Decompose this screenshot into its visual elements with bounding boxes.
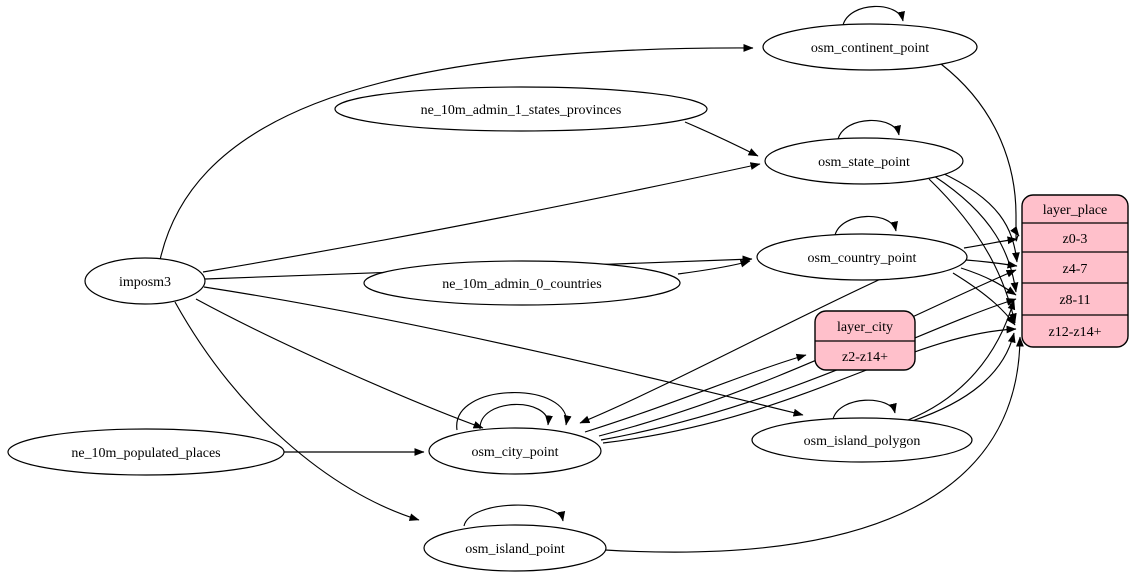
layer-place-box [1021, 194, 1129, 348]
layer-place-title: layer_place [1043, 203, 1108, 218]
edge-imposm3-to-osm-island-polygon [203, 286, 804, 417]
edge-imposm3-to-osm-city-point [195, 298, 484, 429]
edge-osm-island-polygon-to-layer-place-z8-11 [907, 299, 1016, 421]
layer-place-row-z4-7: z4-7 [1063, 262, 1088, 277]
edge-imposm3-to-osm-island-point [174, 301, 420, 521]
ne-populated-places-ellipse [7, 428, 285, 476]
self-loop-osm-country-point [834, 215, 898, 236]
edge-imposm3-to-osm-continent-point [159, 44, 754, 261]
edge-imposm3-to-osm-state-point [202, 162, 761, 273]
edge-osm-country-point-to-layer-place-z8-11 [960, 267, 1017, 296]
edge-osm-city-point-to-layer-place-z4-7 [598, 269, 1017, 437]
edge-ne-states-provinces-to-osm-state-point [684, 121, 759, 157]
edge-osm-country-point-to-osm-city-point [579, 271, 897, 424]
imposm3-label: imposm3 [119, 275, 171, 290]
node-osm-island-point: osm_island_point [423, 524, 607, 572]
layer-place-row-z12-z14: z12-z14+ [1049, 325, 1102, 340]
node-ne-10m-populated-places: ne_10m_populated_places [7, 428, 285, 476]
edge-osm-island-point-to-layer-place-z12-z14 [604, 336, 1024, 553]
edge-osm-state-point-to-layer-place-z4-7 [939, 171, 1020, 263]
osm-continent-point-label: osm_continent_point [811, 41, 929, 56]
edge-osm-city-point-to-layer-place-z8-11 [600, 298, 1017, 441]
node-osm-city-point: osm_city_point [428, 427, 602, 475]
ne-states-provinces-label: ne_10m_admin_1_states_provinces [421, 103, 622, 118]
osm-state-point-label: osm_state_point [818, 155, 910, 170]
osm-island-polygon-label: osm_island_polygon [804, 434, 921, 449]
layer-city-row-z2-z14: z2-z14+ [842, 350, 888, 365]
node-osm-country-point: osm_country_point [756, 233, 968, 281]
edge-osm-country-point-to-layer-place-z4-7 [965, 259, 1018, 269]
osm-island-point-label: osm_island_point [465, 542, 565, 557]
node-imposm3: imposm3 [84, 257, 206, 305]
edge-osm-country-point-to-layer-place-z0-3 [963, 236, 1018, 249]
ne-countries-ellipse [363, 260, 681, 306]
self-loop-osm-continent-point [842, 5, 905, 26]
osm-island-polygon-ellipse [751, 417, 973, 463]
osm-state-point-ellipse [764, 137, 964, 185]
node-ne-10m-admin-1-states-provinces: ne_10m_admin_1_states_provinces [334, 86, 708, 132]
edge-osm-state-point-to-layer-place-z8-11 [933, 175, 1019, 293]
ne-countries-label: ne_10m_admin_0_countries [442, 277, 601, 292]
self-loop-osm-island-point [463, 504, 566, 527]
osm-island-point-ellipse [423, 524, 607, 572]
edge-osm-city-point-to-layer-city-z2-z14 [584, 353, 807, 433]
node-osm-island-polygon: osm_island_polygon [751, 417, 973, 463]
ne-states-provinces-ellipse [334, 86, 708, 132]
ne-populated-places-label: ne_10m_populated_places [71, 446, 220, 461]
node-osm-continent-point: osm_continent_point [762, 23, 978, 71]
self-loop-osm-city-point-outer [456, 392, 572, 431]
layer-place-row-z8-11: z8-11 [1059, 293, 1090, 308]
osm-country-point-ellipse [756, 233, 968, 281]
self-loop-osm-state-point [837, 119, 901, 140]
edge-ne-countries-to-osm-country-point [677, 259, 751, 275]
node-ne-10m-admin-0-countries: ne_10m_admin_0_countries [363, 260, 681, 306]
osm-city-point-label: osm_city_point [471, 445, 558, 460]
osm-continent-point-ellipse [762, 23, 978, 71]
self-loop-osm-city-point-inner [479, 403, 553, 430]
layer-city-title: layer_city [837, 320, 893, 335]
layer-place-row-z0-3: z0-3 [1063, 232, 1088, 247]
osm-country-point-label: osm_country_point [808, 251, 917, 266]
self-loop-osm-island-polygon [832, 399, 897, 420]
node-layer-city: layer_city z2-z14+ [814, 310, 916, 371]
edge-osm-island-polygon-to-layer-place-z12-z14 [911, 332, 1016, 422]
osm-city-point-ellipse [428, 427, 602, 475]
imposm3-ellipse [84, 257, 206, 305]
edge-osm-country-point-to-layer-place-z12-z14 [952, 272, 1016, 326]
node-osm-state-point: osm_state_point [764, 137, 964, 185]
node-layer-place: layer_place z0-3 z4-7 z8-11 z12-z14+ [1021, 194, 1129, 348]
edge-osm-city-point-to-layer-place-z12-z14 [602, 325, 1017, 444]
